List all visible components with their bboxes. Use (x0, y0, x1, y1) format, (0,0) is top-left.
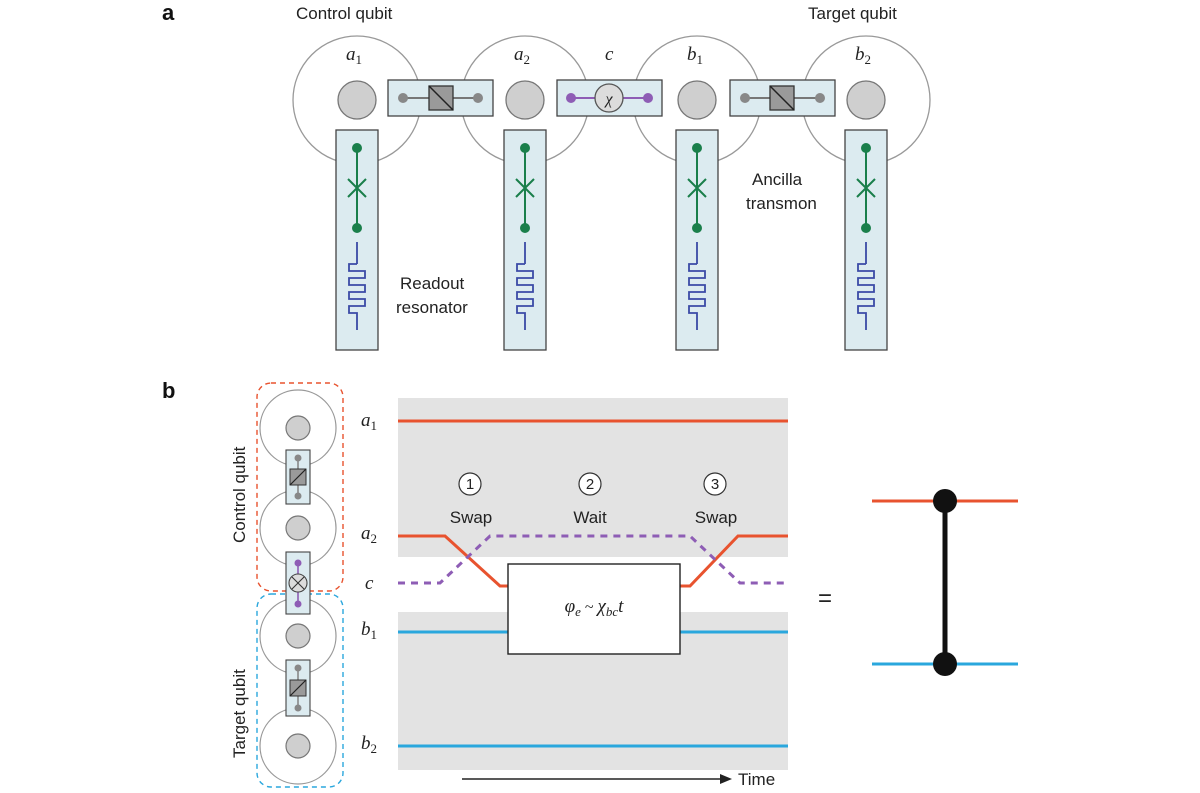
beamsplitter-coupler-b (729, 79, 836, 117)
panel-a-letter: a (162, 0, 175, 25)
level-label-b1-sub: 1 (371, 627, 378, 642)
time-label: Time (738, 770, 775, 789)
phase-chi: χ (596, 596, 607, 617)
mode-label-a2-name: a (514, 44, 524, 65)
strip-b1 (675, 129, 719, 351)
chi-coupler-icon (594, 83, 624, 113)
ancilla-label-2: transmon (746, 194, 817, 213)
coupler-pad-icon (473, 93, 483, 103)
level-labels: a1 a2 c b1 b2 (361, 410, 377, 756)
gate-target-dot-icon (933, 652, 957, 676)
panel-a-control-qubit-label: Control qubit (296, 4, 393, 23)
level-label-b2-name: b (361, 733, 371, 754)
svg-text:b1: b1 (361, 619, 377, 642)
level-line-a2-right (680, 534, 788, 588)
cavity-b1-center (677, 80, 717, 120)
ancilla-label-1: Ancilla (752, 170, 803, 189)
time-arrow-head-icon (720, 774, 732, 784)
phase-expression: φe ~ χbct (565, 596, 625, 619)
level-label-b2-sub: 2 (371, 741, 378, 756)
mini-schematic (256, 382, 344, 788)
svg-text:b2: b2 (361, 733, 377, 756)
panel-b-letter: b (162, 378, 175, 403)
phase-tilde: ~ (581, 599, 598, 616)
step-3-number-icon (703, 472, 727, 496)
cavity-a1-center (337, 80, 377, 120)
level-line-a2-left (398, 534, 508, 588)
chi-symbol: χ (603, 91, 613, 108)
level-label-c-name: c (365, 573, 374, 594)
cavity-b2-center (846, 80, 886, 120)
strip-a1 (335, 129, 379, 351)
coupler-pad-icon (398, 93, 408, 103)
svg-text:a1: a1 (361, 410, 377, 433)
step-3-label: Swap (695, 508, 738, 527)
step-3: 3 Swap (695, 472, 738, 527)
step-2: 2 Wait (573, 472, 607, 527)
step-1-label: Swap (450, 508, 493, 527)
controlled-gate-symbol (872, 489, 1018, 676)
step-2-number-icon (578, 472, 602, 496)
step-1: 1 Swap (450, 472, 493, 527)
step-3-number: 3 (711, 476, 719, 493)
level-line-c (398, 534, 788, 585)
phase-t: t (618, 596, 624, 617)
strip-a2 (503, 129, 547, 351)
svg-text:b1: b1 (687, 44, 703, 67)
phase-phi-sub: e (575, 604, 581, 619)
svg-text:b2: b2 (855, 44, 871, 67)
cavity-centers (337, 80, 886, 120)
chi-coupler: χ (556, 79, 663, 117)
mode-label-b1-name: b (687, 44, 697, 65)
level-label-a1-name: a (361, 410, 371, 431)
step-2-label: Wait (573, 508, 607, 527)
mode-label-b2-sub: 2 (865, 52, 872, 67)
mode-labels: a1 a2 c b1 b2 (346, 44, 871, 67)
readout-label-1: Readout (400, 274, 465, 293)
level-label-b1-name: b (361, 619, 371, 640)
mode-label-a1-sub: 1 (356, 52, 363, 67)
panel-b-control-qubit-label: Control qubit (230, 446, 249, 543)
level-label-a2-name: a (361, 523, 371, 544)
mode-label-b1-sub: 1 (697, 52, 704, 67)
beamsplitter-coupler-a (387, 79, 494, 117)
mode-label-a2-sub: 2 (524, 52, 531, 67)
mode-label-a1-name: a (346, 44, 356, 65)
phase-box (507, 563, 681, 655)
step-1-number-icon (458, 472, 482, 496)
svg-text:c: c (365, 573, 374, 594)
level-label-a1-sub: 1 (371, 418, 378, 433)
step-2-number: 2 (586, 476, 594, 493)
phase-chi-sub: bc (606, 604, 619, 619)
strip-b2 (844, 129, 888, 351)
level-label-a2-sub: 2 (371, 531, 378, 546)
mode-label-b2-name: b (855, 44, 865, 65)
svg-text:a1: a1 (346, 44, 362, 67)
step-1-number: 1 (466, 476, 474, 493)
readout-label-2: resonator (396, 298, 468, 317)
phase-phi: φ (565, 596, 576, 617)
svg-text:a2: a2 (514, 44, 530, 67)
equals-sign: = (818, 585, 832, 612)
svg-text:c: c (605, 44, 614, 65)
panel-a-target-qubit-label: Target qubit (808, 4, 897, 23)
gate-control-dot-icon (933, 489, 957, 513)
mode-label-c-name: c (605, 44, 614, 65)
panel-b-target-qubit-label: Target qubit (230, 669, 249, 758)
svg-text:a2: a2 (361, 523, 377, 546)
coupler-pad-icon (740, 93, 750, 103)
cavity-a2-center (505, 80, 545, 120)
coupler-pad-icon (815, 93, 825, 103)
